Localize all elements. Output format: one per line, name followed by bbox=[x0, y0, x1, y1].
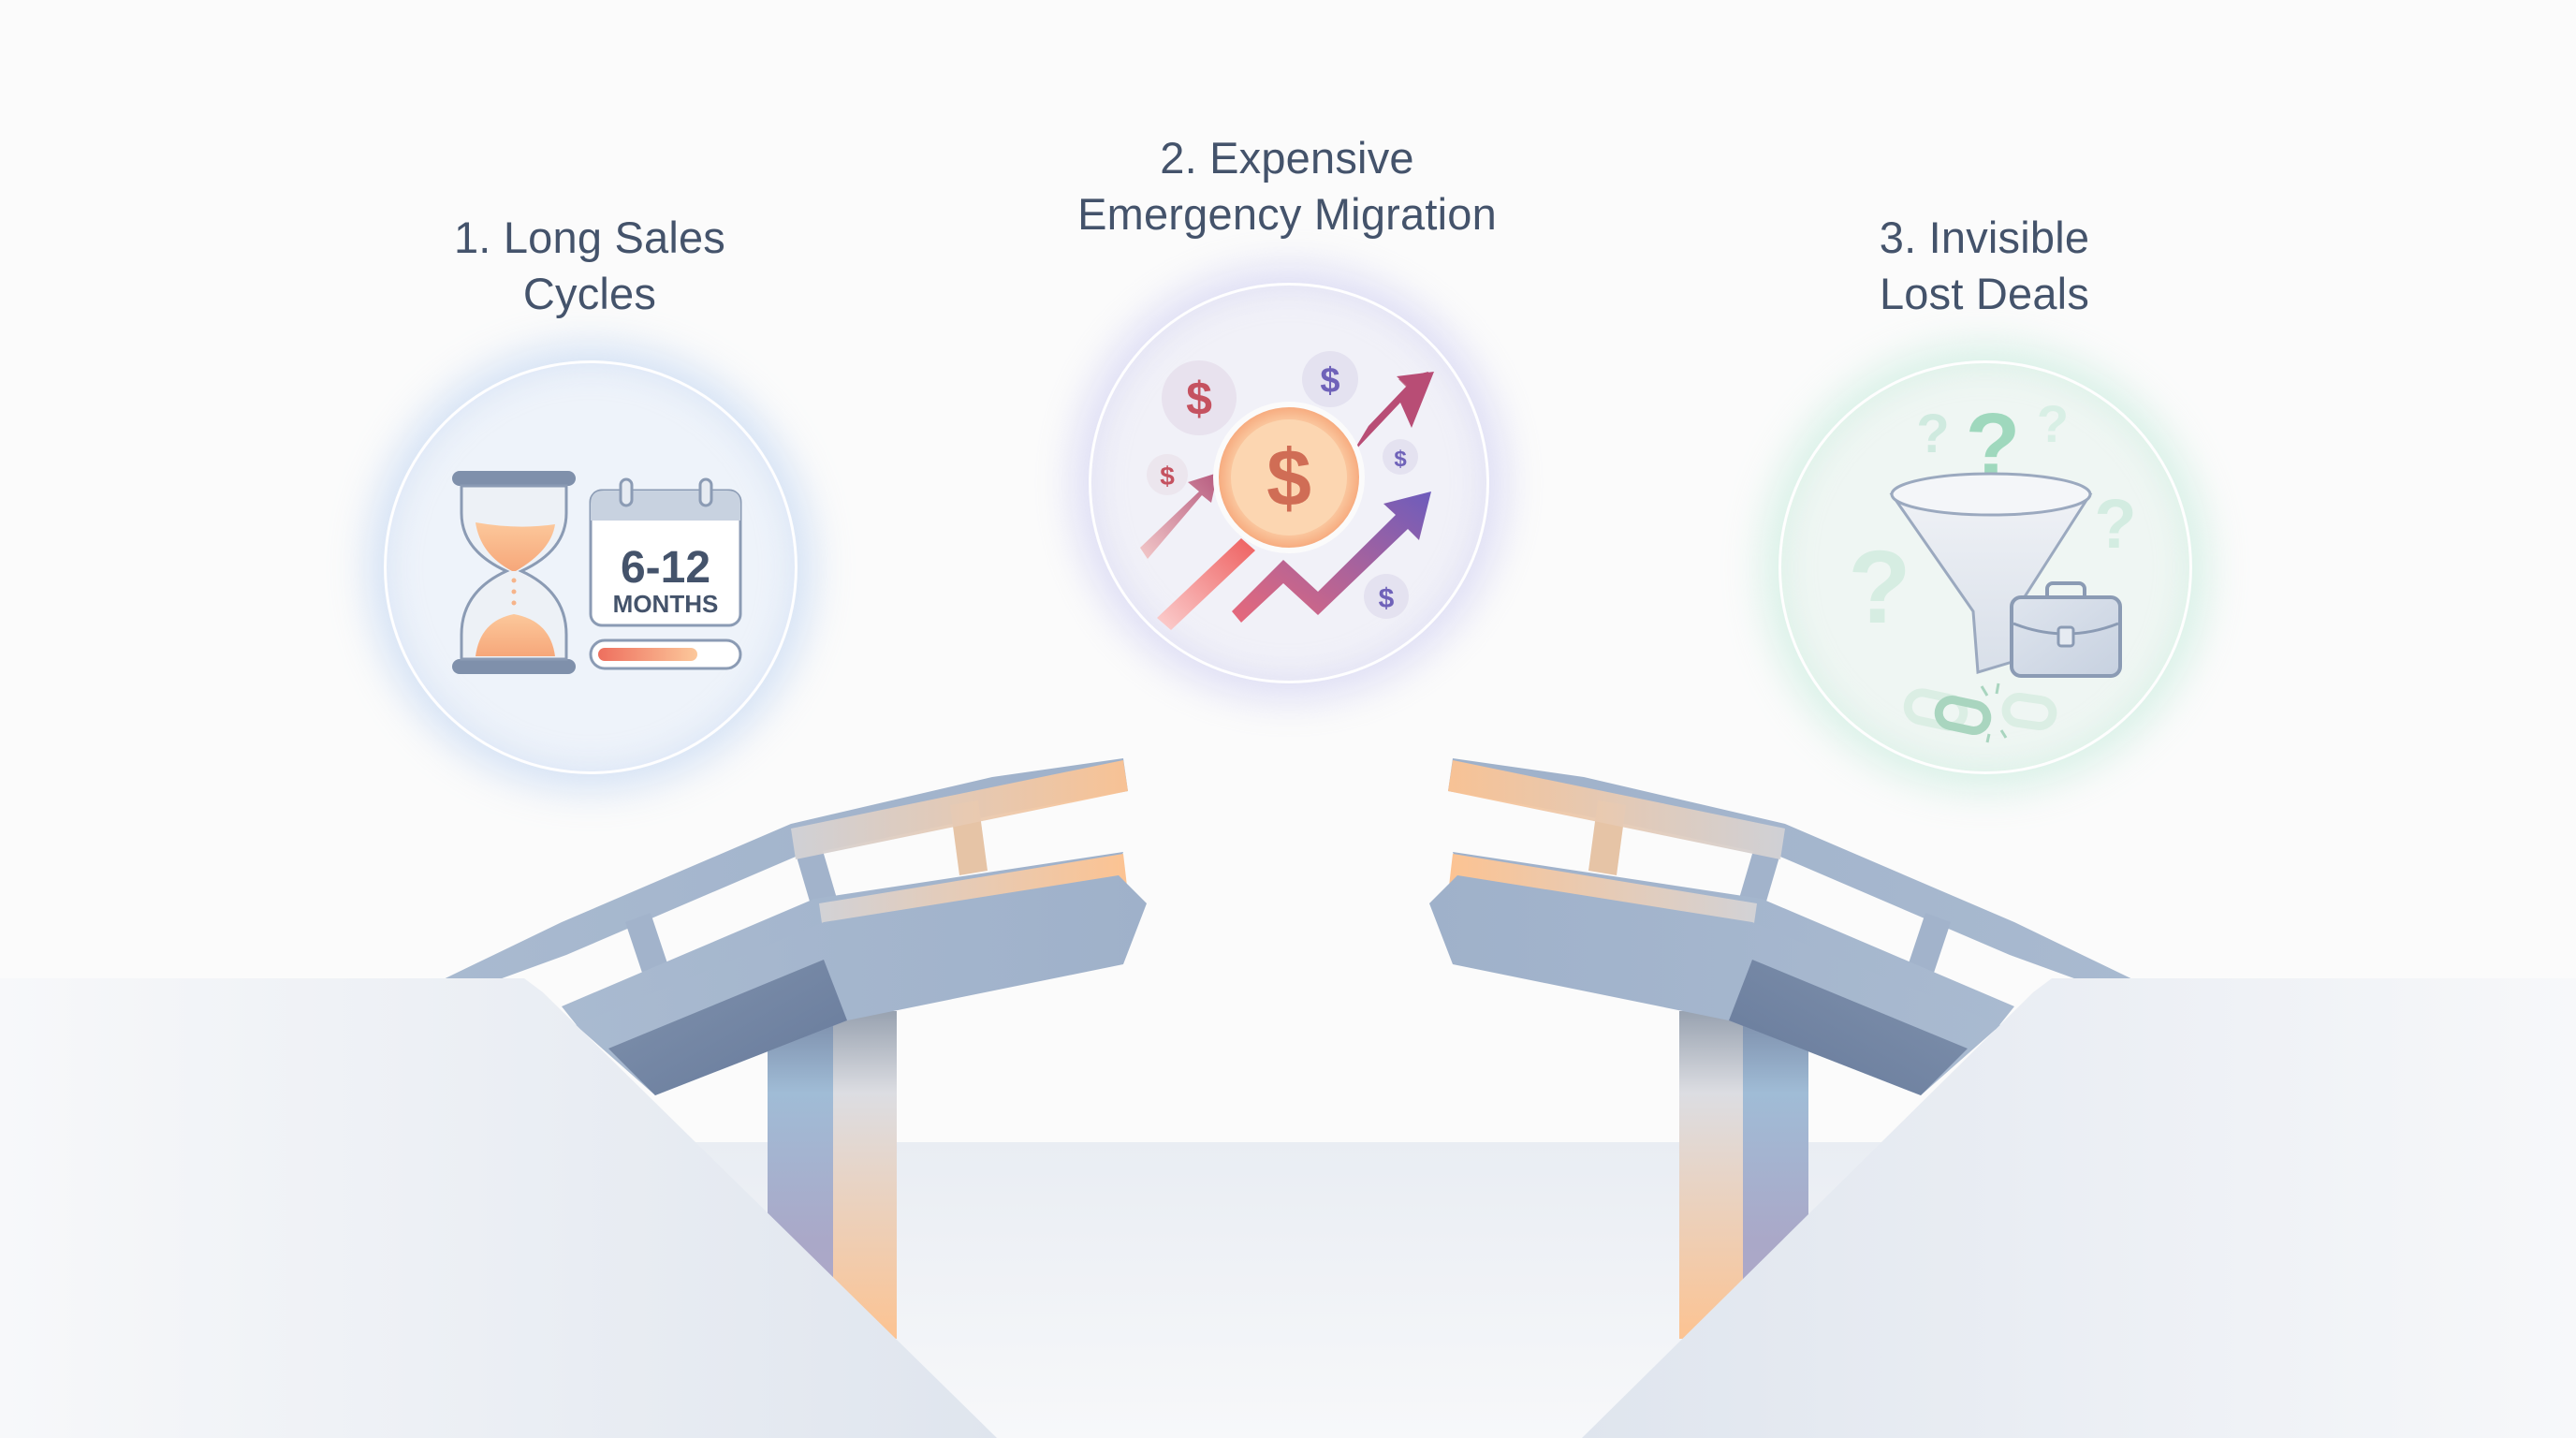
problem-3-title: 3. Invisible Lost Deals bbox=[1879, 213, 2090, 318]
svg-text:?: ? bbox=[1848, 530, 1910, 645]
svg-text:$: $ bbox=[1379, 583, 1395, 614]
calendar-number: 6-12 bbox=[621, 543, 710, 593]
hourglass-icon bbox=[452, 471, 576, 674]
svg-text:$: $ bbox=[1160, 462, 1175, 491]
problem-2-icon-badge: $ $ $ $ $ $ bbox=[1089, 283, 1489, 683]
svg-text:?: ? bbox=[2094, 485, 2136, 563]
calendar-icon: 6-12 MONTHS bbox=[589, 477, 742, 627]
calendar-label: MONTHS bbox=[613, 590, 719, 618]
svg-text:$: $ bbox=[1320, 361, 1339, 401]
left-bridge-half bbox=[426, 758, 1147, 1339]
problem-3-icon-badge: ? ? ? ? ? bbox=[1778, 360, 2192, 774]
main-dollar-coin: $ bbox=[1266, 433, 1311, 523]
left-cliff bbox=[0, 978, 997, 1438]
funnel-briefcase-broken-link-icon: ? ? ? ? ? bbox=[1848, 394, 2137, 743]
problem-2-title: 2. Expensive Emergency Migration bbox=[1077, 133, 1497, 239]
funnel-icon bbox=[1889, 472, 2093, 674]
right-cliff bbox=[1582, 978, 2576, 1438]
svg-text:?: ? bbox=[1916, 404, 1949, 464]
right-bridge-half bbox=[1429, 758, 2150, 1339]
svg-text:$: $ bbox=[1186, 373, 1212, 425]
progress-bar bbox=[589, 638, 742, 670]
problem-1-title: 1. Long Sales Cycles bbox=[453, 213, 726, 318]
briefcase-icon bbox=[2010, 581, 2122, 678]
hourglass-calendar-icon: 6-12 MONTHS bbox=[452, 471, 742, 674]
broken-link-icon bbox=[1903, 682, 2057, 743]
svg-text:?: ? bbox=[2037, 394, 2069, 453]
rising-cost-dollar-icon: $ $ $ $ $ $ bbox=[1140, 351, 1434, 630]
problem-1-icon-badge: 6-12 MONTHS bbox=[384, 360, 798, 774]
svg-text:$: $ bbox=[1394, 447, 1407, 472]
